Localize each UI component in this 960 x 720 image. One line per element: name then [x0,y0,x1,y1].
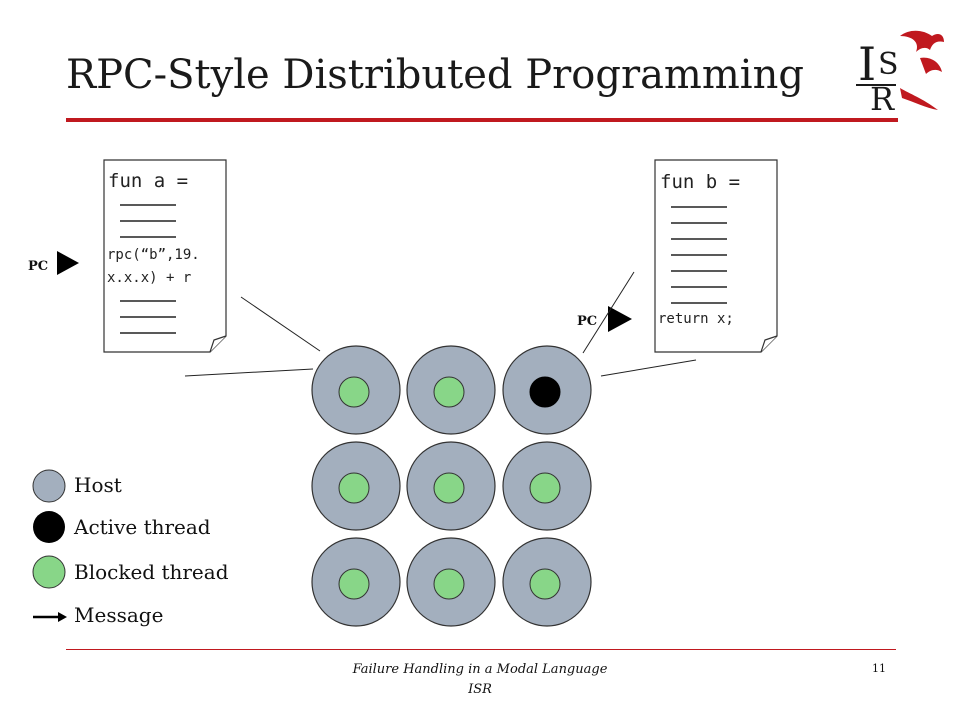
pc-label-left: PC [28,259,49,274]
legend-host-icon [32,469,66,503]
legend-blocked-icon [32,555,66,589]
doc-b-blank-lines [671,206,727,304]
blocked-thread [433,376,465,408]
blocked-thread [529,472,561,504]
legend-message-label: Message [74,603,164,627]
footer-line1: Failure Handling in a Modal Language [352,662,608,677]
host-r3c2 [406,537,496,627]
doc-b-fold [760,335,778,353]
host-r3c1 [311,537,401,627]
legend-blocked-label: Blocked thread [74,560,229,584]
doc-a-header: fun a = [108,170,189,192]
host-r2c1 [311,441,401,531]
title-underline [66,118,898,122]
footer-caption: Failure Handling in a Modal Language ISR [330,660,630,700]
host-r3c3 [502,537,592,627]
host-grid [311,345,592,627]
blocked-thread [433,472,465,504]
isr-logo-icon: I S R [856,30,944,116]
footer-line2: ISR [468,682,492,697]
legend-host-label: Host [74,473,122,497]
doc-b-header: fun b = [660,171,741,193]
blocked-thread [529,568,561,600]
blocked-thread [338,472,370,504]
legend-arrow-right-icon [33,612,67,622]
blocked-thread [338,568,370,600]
doc-a-rpc-line2: x.x.x) + r [107,270,192,286]
host-r2c2 [406,441,496,531]
legend-active-label: Active thread [74,515,211,539]
legend-active-icon [33,511,65,543]
doc-b-return-line: return x; [658,311,734,327]
pc-right-play-triangle-icon [608,306,632,332]
pc-label-right: PC [577,314,598,329]
blocked-thread [433,568,465,600]
slide-title: RPC-Style Distributed Programming [66,52,804,98]
doc-a-fold [209,335,227,353]
footer-divider [66,649,896,650]
page-number: 11 [872,662,886,675]
doc-a-rpc-line1: rpc(“b”,19. [107,247,200,263]
connector-lines [184,271,697,377]
host-r1c1 [311,345,401,435]
pc-left-play-triangle-icon [57,251,79,275]
host-r1c2 [406,345,496,435]
host-r1c3 [502,345,592,435]
svg-text:I: I [858,37,876,91]
doc-a-blank-lines [120,204,176,334]
active-thread [529,376,561,408]
svg-text:S: S [878,47,899,82]
host-r2c3 [502,441,592,531]
blocked-thread [338,376,370,408]
